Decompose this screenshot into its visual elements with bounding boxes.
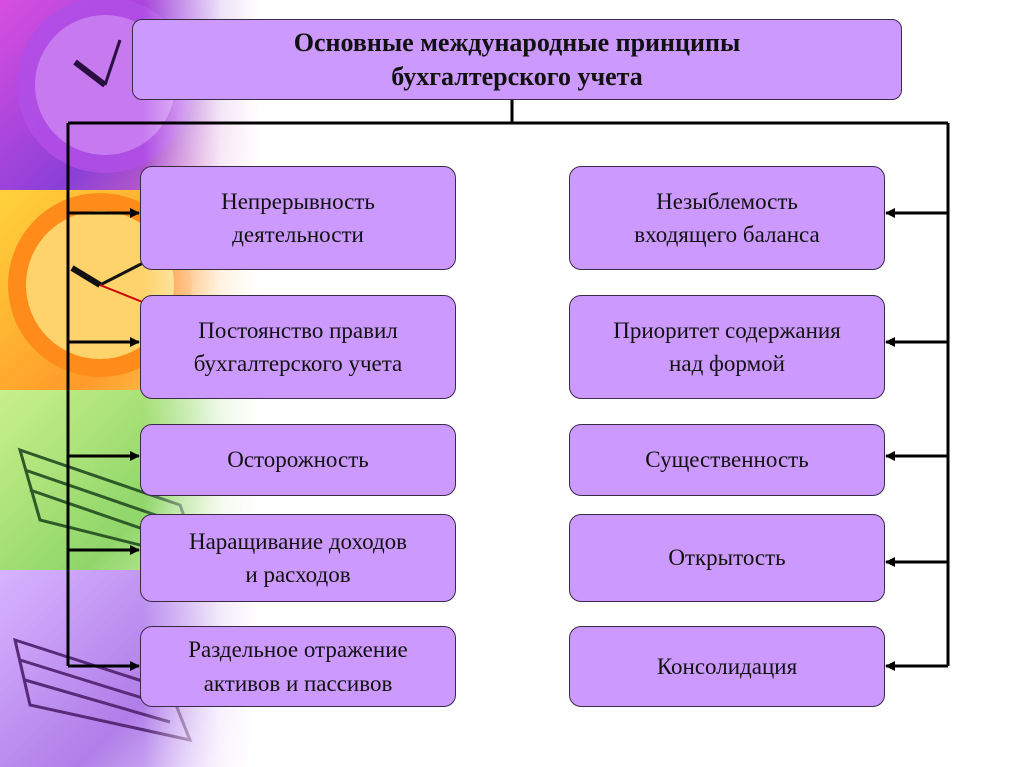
principle-right-4: Открытость [569, 514, 885, 602]
principle-label: Приоритет содержания над формой [613, 317, 841, 376]
principle-label: Консолидация [656, 653, 798, 679]
principle-left-3: Осторожность [140, 424, 456, 496]
principle-label: Открытость [668, 545, 786, 571]
principle-label: Постоянство правил бухгалтерского учета [193, 317, 403, 376]
title-text: Основные международные принципы бухгалте… [293, 27, 741, 91]
principle-right-5: Консолидация [569, 626, 885, 707]
principle-label: Раздельное отражение активов и пассивов [188, 637, 408, 696]
principle-right-3: Существенность [569, 424, 885, 496]
principle-right-1: Незыблемость входящего баланса [569, 166, 885, 270]
principle-left-2: Постоянство правил бухгалтерского учета [140, 295, 456, 399]
principle-label: Наращивание доходов и расходов [188, 528, 408, 587]
principle-left-5: Раздельное отражение активов и пассивов [140, 626, 456, 707]
principle-right-2: Приоритет содержания над формой [569, 295, 885, 399]
diagram-title: Основные международные принципы бухгалте… [132, 19, 902, 100]
principle-label: Существенность [645, 447, 809, 473]
principle-label: Осторожность [227, 447, 369, 473]
principle-left-4: Наращивание доходов и расходов [140, 514, 456, 602]
principle-label: Непрерывность деятельности [221, 188, 375, 247]
principle-left-1: Непрерывность деятельности [140, 166, 456, 270]
principle-label: Незыблемость входящего баланса [634, 188, 820, 247]
